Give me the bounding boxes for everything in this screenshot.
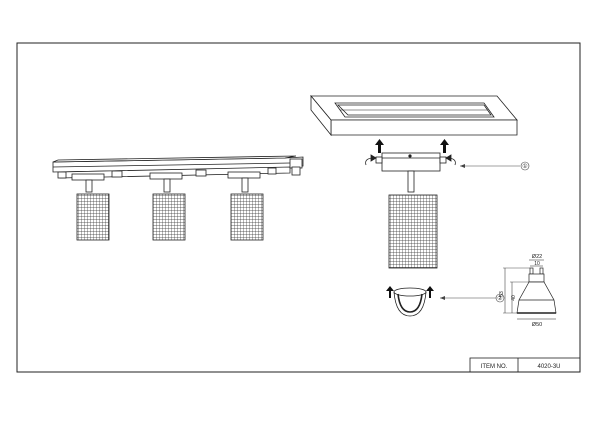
callout-1: ① <box>460 161 530 171</box>
bulb-dimension-drawing <box>503 259 557 320</box>
ceiling-plate <box>310 94 518 137</box>
arrow-up-icon <box>440 139 449 153</box>
rotate-arrow-icon <box>365 154 456 166</box>
mesh-shade <box>230 193 264 241</box>
title-block: ITEM NO. 4020-3U <box>469 357 581 373</box>
dim-overall-height: 53 <box>499 291 505 297</box>
dim-pin-spacing: 10 <box>534 261 540 267</box>
canopy-adapter <box>375 152 447 193</box>
dim-body-height: 40 <box>511 295 517 301</box>
callout-2: ② <box>440 293 505 303</box>
dim-bottom-diameter: Ø50 <box>532 322 542 328</box>
adapter-head <box>71 173 105 193</box>
bulb-callout-label: ② <box>497 295 502 302</box>
arrow-up-icon <box>386 286 394 298</box>
sheet-border <box>16 42 581 373</box>
mesh-shade <box>388 194 438 269</box>
adapter-head <box>227 171 261 193</box>
adapter-head <box>149 172 183 193</box>
dim-top-diameter: Ø22 <box>532 254 542 260</box>
mesh-shade <box>76 193 110 241</box>
item-no-value: 4020-3U <box>537 364 560 370</box>
arrow-up-icon <box>375 139 384 153</box>
mesh-shade <box>152 193 186 241</box>
fixture-perspective-view <box>52 155 304 241</box>
gu10-bulb <box>393 287 427 317</box>
arrow-up-icon <box>426 286 434 298</box>
mount-callout-label: ① <box>522 163 527 170</box>
item-no-label: ITEM NO. <box>481 364 508 370</box>
